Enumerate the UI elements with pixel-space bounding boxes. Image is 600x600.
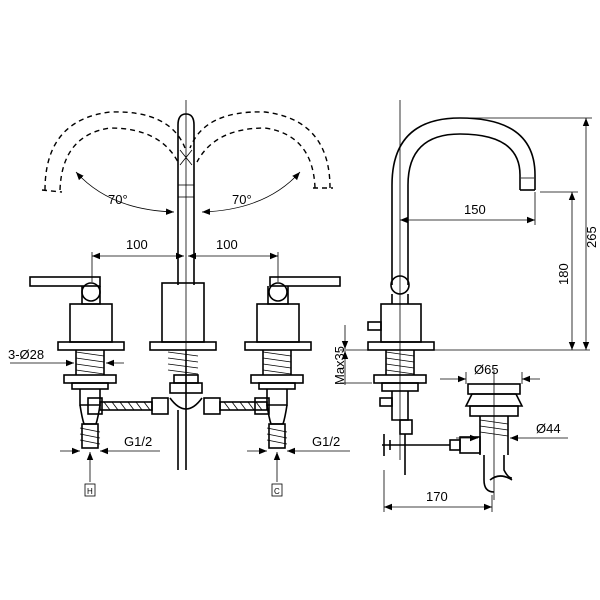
angle-right-label: 70° — [232, 192, 252, 207]
thread-right-label: G1/2 — [312, 434, 340, 449]
reach-label: 150 — [464, 202, 486, 217]
cold-marker-label: C — [274, 487, 280, 496]
hot-marker-box — [84, 483, 96, 497]
waste-top-diameter-label: Ø65 — [474, 362, 499, 377]
left-handle-valve — [29, 276, 125, 449]
spout-body-front — [149, 282, 217, 470]
thread-left-label: G1/2 — [124, 434, 152, 449]
cold-marker-box — [271, 483, 283, 497]
side-view: Max35 150 180 265 — [332, 100, 599, 512]
rod-length-label: 170 — [426, 489, 448, 504]
spout-height-label: 180 — [556, 263, 571, 285]
connection-hoses — [87, 397, 270, 415]
right-handle-valve — [244, 276, 341, 449]
front-view: 70° 70° 100 100 — [8, 100, 350, 497]
waste-body-diameter-label: Ø44 — [536, 421, 561, 436]
spout-swing-arcs — [41, 111, 333, 193]
total-height-label: 265 — [584, 226, 599, 248]
angle-left-label: 70° — [108, 192, 128, 207]
angle-arc-right — [201, 171, 301, 215]
hole-diameter-label: 3-Ø28 — [8, 347, 44, 362]
hot-marker-label: H — [87, 487, 93, 496]
spacing-right-label: 100 — [216, 237, 238, 252]
spacing-left-label: 100 — [126, 237, 148, 252]
max-deck-label: Max35 — [332, 346, 347, 385]
angle-arc-left — [75, 171, 175, 215]
popup-waste — [382, 370, 524, 500]
